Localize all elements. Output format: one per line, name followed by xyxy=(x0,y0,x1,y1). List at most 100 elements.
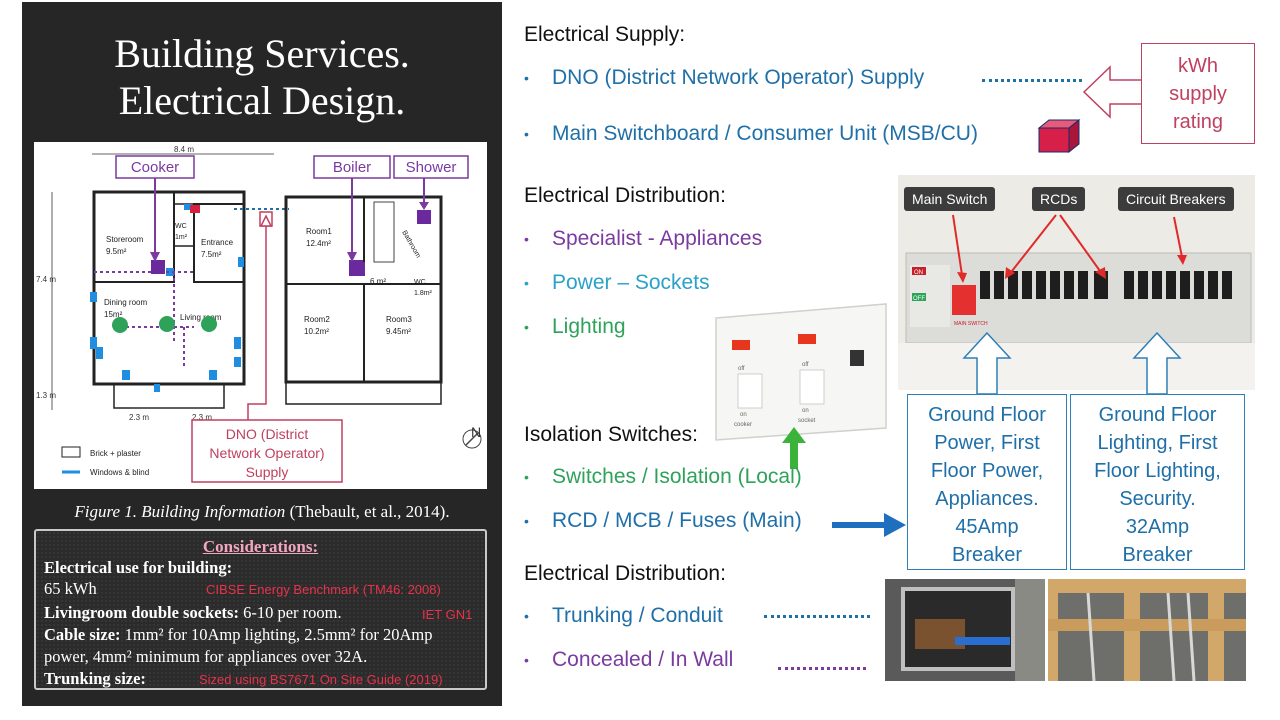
slide-title: Building Services. Electrical Design. xyxy=(22,30,502,124)
cable-line-2: power, 4mm² minimum for appliances over … xyxy=(44,647,367,667)
blue-right-arrow xyxy=(832,513,906,537)
distribution2-item-concealed-label: Concealed / In Wall xyxy=(552,648,734,671)
room-dining-area: 15m² xyxy=(104,310,123,319)
concealed-wall-photo xyxy=(1048,579,1246,682)
callout-dno-line-3: Supply xyxy=(246,464,289,480)
cu-on-label: ON xyxy=(914,270,923,276)
dim-bottom-2: 2.3 m xyxy=(192,413,212,422)
dno-dotted-line xyxy=(982,79,1082,82)
distribution2-item-trunking-label: Trunking / Conduit xyxy=(552,604,723,627)
heading-electrical-distribution-2: Electrical Distribution: xyxy=(524,562,726,585)
kwh-line-3: rating xyxy=(1172,111,1224,133)
lighting-box-line-4: Security. xyxy=(1119,488,1196,510)
socket-on-1: on xyxy=(740,412,747,418)
room-room2: Room2 xyxy=(304,315,330,324)
title-line-1: Building Services. xyxy=(114,31,410,76)
room-room1: Room1 xyxy=(306,227,332,236)
heading-electrical-distribution: Electrical Distribution: xyxy=(524,184,726,207)
supply-item-dno-label: DNO (District Network Operator) Supply xyxy=(552,66,925,89)
sockets-ref: IET GN1 xyxy=(422,607,473,622)
socket-cooker: cooker xyxy=(734,422,752,428)
left-panel: Building Services. Electrical Design. 8.… xyxy=(22,2,502,706)
cable-value: 1mm² for 10Amp lighting, 2.5mm² for 20Am… xyxy=(120,625,433,644)
room-room3: Room3 xyxy=(386,315,412,324)
trunking-ref: Sized using BS7671 On Site Guide (2019) xyxy=(199,672,443,687)
figure-caption: Figure 1. Building Information (Thebault… xyxy=(22,502,502,522)
socket-off-2: off xyxy=(802,362,809,368)
sockets-label: Livingroom double sockets: xyxy=(44,603,239,622)
callout-dno-line-1: DNO (District xyxy=(226,426,309,442)
cable-line: Cable size: 1mm² for 10Amp lighting, 2.5… xyxy=(44,625,432,645)
floor-plan: 8.4 m 7.4 m 1.3 m 2.3 m 2.3 m Storeroom … xyxy=(34,142,487,489)
distribution2-item-concealed: •Concealed / In Wall xyxy=(524,648,734,671)
cu-label-main-switch: Main Switch xyxy=(904,187,996,211)
room-wc-top: WC xyxy=(175,223,187,230)
cu-main-switch-small: MAIN SWITCH xyxy=(954,321,988,327)
trunking-photo-drawing xyxy=(885,579,1045,681)
lighting-box-line-3: Floor Lighting, xyxy=(1094,460,1221,482)
distribution-item-power: •Power – Sockets xyxy=(524,271,710,294)
room-room2-area: 10.2m² xyxy=(304,327,329,336)
room-storeroom-area: 9.5m² xyxy=(106,247,127,256)
concealed-dotted-line xyxy=(778,667,866,670)
electrical-use-value-line: 65 kWh xyxy=(44,579,97,599)
trunking-line: Trunking size: xyxy=(44,669,146,689)
room-room3-area: 9.45m² xyxy=(386,327,411,336)
room-bathroom: Bathroom xyxy=(400,230,421,260)
distribution-item-lighting-label: Lighting xyxy=(552,315,626,338)
supply-item-msb-label: Main Switchboard / Consumer Unit (MSB/CU… xyxy=(552,122,978,145)
cable-label: Cable size: xyxy=(44,625,121,644)
sockets-value: 6-10 per room. xyxy=(238,603,342,622)
lighting-box-line-2: Lighting, First xyxy=(1097,432,1218,454)
room-entrance: Entrance xyxy=(201,238,234,247)
electrical-use-ref: CIBSE Energy Benchmark (TM46: 2008) xyxy=(206,582,441,597)
room-living: Living room xyxy=(180,313,222,322)
legend-brick: Brick + plaster xyxy=(90,449,141,458)
ground-floor-lighting-box: Ground Floor Lighting, First Floor Light… xyxy=(1070,394,1245,570)
room-storeroom: Storeroom xyxy=(106,235,144,244)
trunking-photo xyxy=(885,579,1045,681)
cu-label-rcds: RCDs xyxy=(1032,187,1086,211)
cu-off-label: OFF xyxy=(913,296,925,302)
callout-cooker: Cooker xyxy=(131,159,179,176)
floor-plan-drawing: 8.4 m 7.4 m 1.3 m 2.3 m 2.3 m Storeroom … xyxy=(36,145,482,483)
boiler-marker xyxy=(349,260,365,276)
room-room1-area: 12.4m² xyxy=(306,239,331,248)
green-up-arrow xyxy=(782,427,806,469)
left-box-up-arrow xyxy=(962,331,1012,395)
electrical-use-line: Electrical use for building: xyxy=(44,558,232,578)
lighting-box-line-6: Breaker xyxy=(1122,544,1193,566)
lighting-box-line-5: 32Amp xyxy=(1125,516,1190,538)
power-box-line-5: 45Amp xyxy=(955,516,1019,538)
isolation-item-local-label: Switches / Isolation (Local) xyxy=(552,465,802,488)
kwh-line-1: kWh xyxy=(1178,55,1218,77)
consumer-unit-cube-icon xyxy=(1037,118,1081,154)
socket-off-1: off xyxy=(738,366,745,372)
cable-value-2: power, 4mm² minimum for appliances over … xyxy=(44,647,368,666)
electrical-use-label: Electrical use for building: xyxy=(44,558,233,577)
callout-boiler: Boiler xyxy=(333,159,371,176)
socket-socket: socket xyxy=(798,418,816,424)
cooker-marker xyxy=(151,260,165,274)
room-wc-right-area: 1.8m² xyxy=(414,290,433,297)
isolation-item-local: •Switches / Isolation (Local) xyxy=(524,465,802,488)
distribution-item-specialist-label: Specialist - Appliances xyxy=(552,227,763,250)
title-line-2: Electrical Design. xyxy=(118,78,406,123)
callout-dno-line-2: Network Operator) xyxy=(209,445,324,461)
cooker-socket-drawing: off on cooker off on socket xyxy=(715,303,887,441)
right-box-up-arrow xyxy=(1132,331,1182,395)
power-box-line-2: Power, First xyxy=(934,432,1040,454)
trunking-label: Trunking size: xyxy=(44,669,146,688)
electrical-use-value: 65 kWh xyxy=(44,579,97,598)
cooker-socket-image: off on cooker off on socket xyxy=(712,300,890,442)
supply-item-dno: •DNO (District Network Operator) Supply xyxy=(524,66,925,89)
callout-shower: Shower xyxy=(406,159,457,176)
distribution2-item-trunking: •Trunking / Conduit xyxy=(524,604,723,627)
distribution-item-specialist: •Specialist - Appliances xyxy=(524,227,763,250)
dim-width: 8.4 m xyxy=(174,145,194,154)
figure-caption-source: (Thebault, et al., 2014). xyxy=(285,502,450,521)
distribution-item-lighting: •Lighting xyxy=(524,315,626,338)
isolation-item-main-label: RCD / MCB / Fuses (Main) xyxy=(552,509,802,532)
light-markers xyxy=(112,316,217,333)
lighting-box-line-1: Ground Floor xyxy=(1098,404,1217,426)
